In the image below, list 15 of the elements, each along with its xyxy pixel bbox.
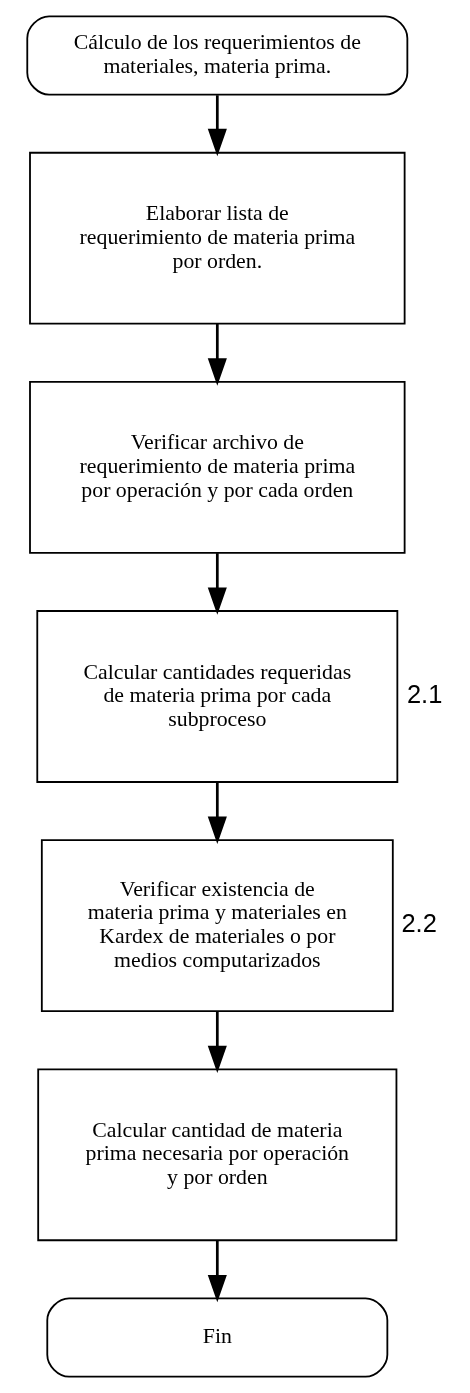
node-label: 2.1 [406,680,442,709]
node-box: Calcular cantidades requeridas de materia prima por cada subproceso [35,610,398,783]
node-box: Verificar archivo de requerimiento de materia prima por operación y por cada orden [28,380,406,554]
node-box: Cálculo de los requerimientos de materiales, materia prima. [25,15,408,96]
node-label: 2.2 [400,909,437,938]
node-box: Elaborar lista de requerimiento de materia prima por orden. [28,151,406,325]
arrow [207,782,227,844]
node-box: Calcular cantidad de materia prima necesaria por operación y por orden [36,1068,397,1242]
arrow [207,553,227,615]
node-box: Verificar existencia de materia prima y materiales en Kardex de materiales o por medios computarizados [40,839,394,1012]
arrow [207,324,227,386]
node-box: Fin [45,1297,388,1378]
arrow [207,1240,227,1303]
arrow [207,95,227,157]
arrow [207,1011,227,1074]
